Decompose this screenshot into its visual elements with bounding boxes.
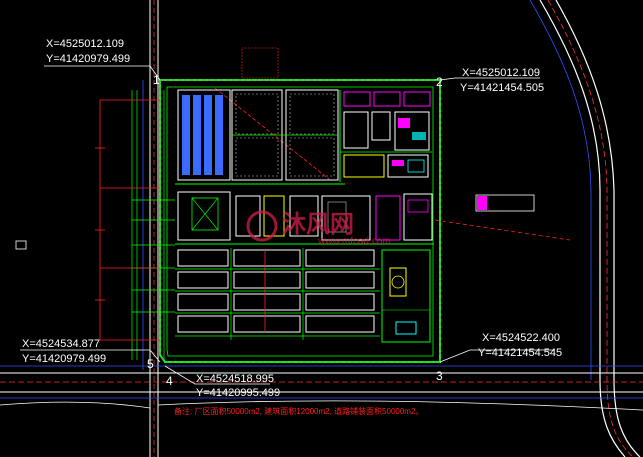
corner-3-number: 3 [436, 369, 443, 383]
corner-2-number: 2 [436, 75, 443, 89]
corner-5-number: 5 [147, 357, 154, 371]
coordinate-leaders [20, 65, 555, 385]
watermark-brand: 沐风网 [282, 211, 354, 238]
corner-2-y: Y=41421454.505 [460, 82, 544, 94]
corner-1-labels: X=4525012.109 Y=41420979.499 1 [46, 38, 160, 87]
left-road [142, 0, 159, 457]
site-boundary [159, 79, 441, 363]
corner-1-x: X=4525012.109 [46, 38, 124, 50]
bottom-road [0, 365, 643, 411]
corner-3-y: Y=41421454.545 [478, 347, 562, 359]
watermark-url: www.mfcad.com [317, 236, 391, 247]
curved-road [529, 0, 641, 457]
central-facilities [175, 191, 434, 245]
corner-4-number: 4 [166, 374, 173, 388]
west-utility-strip [131, 90, 175, 360]
warehouse-block-north [175, 89, 345, 185]
corner-4-y: Y=41420995.499 [196, 387, 280, 399]
corner-1-number: 1 [153, 73, 160, 87]
area-note: 备注: 厂区面积50000m2, 建筑面积12000m2, 道路铺装面积5000… [174, 406, 423, 416]
corner-5-labels: X=4524534.877 Y=41420979.499 5 [22, 338, 154, 371]
corner-2-labels: X=4525012.109 Y=41421454.505 2 [436, 67, 544, 94]
corner-5-x: X=4524534.877 [22, 338, 100, 350]
corner-4-labels: X=4524518.995 Y=41420995.499 4 [166, 373, 280, 399]
corner-3-labels: X=4524522.400 Y=41421454.545 3 [436, 332, 562, 383]
corner-1-y: Y=41420979.499 [46, 53, 130, 65]
watermark: 沐风网 www.mfcad.com [246, 210, 391, 247]
corner-3-x: X=4524522.400 [482, 332, 560, 344]
green-area-south-east [381, 249, 431, 343]
office-block-north-east [339, 90, 432, 182]
corner-5-y: Y=41420979.499 [22, 353, 106, 365]
production-halls [175, 248, 380, 340]
corner-4-x: X=4524518.995 [196, 373, 274, 385]
dimension-lines [95, 87, 571, 341]
corner-2-x: X=4525012.109 [462, 67, 540, 79]
misc-markers [15, 47, 535, 250]
